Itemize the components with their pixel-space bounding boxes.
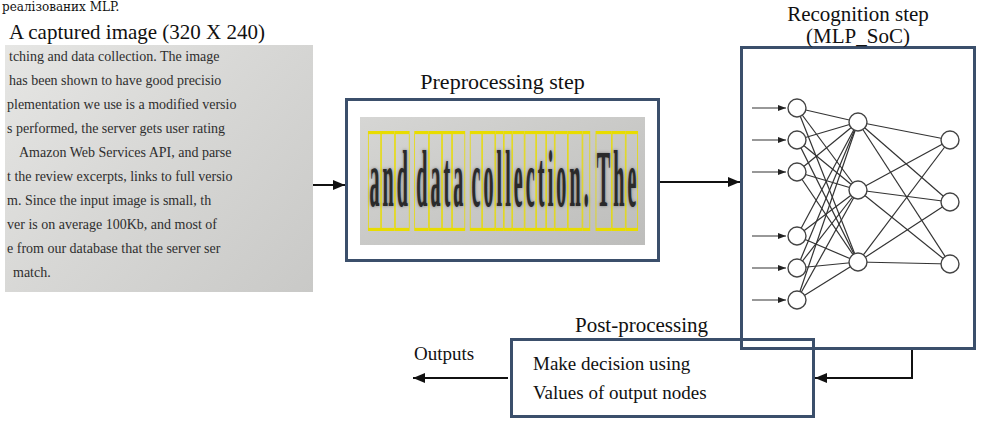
photo-text-line: tching and data collection. The image bbox=[9, 48, 219, 66]
step-heading: Recognition step (MLP_SoC) bbox=[758, 3, 958, 47]
flow-arrow bbox=[815, 350, 912, 378]
neuron bbox=[788, 227, 806, 245]
flow-arrow bbox=[660, 181, 740, 183]
output-label: Outputs bbox=[414, 343, 474, 365]
neuron-nodes bbox=[788, 99, 959, 309]
photo-text-line: e from our database that the server ser bbox=[7, 240, 220, 258]
neuron bbox=[941, 193, 959, 211]
segmented-word-strip: and data collection. The bbox=[363, 120, 642, 242]
photo-text-line: match. bbox=[13, 264, 51, 282]
photo-text-line: plementation we use is a modified versio bbox=[7, 96, 236, 114]
captured-image: A captured image (320 X 240)tching and d… bbox=[5, 45, 313, 292]
flow-arrow bbox=[313, 184, 345, 186]
neuron bbox=[788, 131, 806, 149]
neuron bbox=[788, 291, 806, 309]
photo-text-line: s performed, the server gets user rating bbox=[7, 120, 225, 138]
image-caption: A captured image (320 X 240) bbox=[9, 20, 265, 44]
step-heading: Preprocessing step bbox=[348, 69, 657, 95]
photo-text-line: t the review excerpts, links to full ver… bbox=[7, 168, 233, 186]
neuron bbox=[941, 131, 959, 149]
page-text: реалізованих MLP. bbox=[2, 0, 119, 14]
preprocessing-box: Preprocessing stepand data collection. T… bbox=[345, 98, 660, 262]
photo-text-line: m. Since the input image is small, th bbox=[7, 192, 211, 210]
photo-text-line: ver is on average 100Kb, and most of bbox=[7, 216, 217, 234]
segmented-text: and data collection. The bbox=[368, 131, 638, 231]
step-heading: Post-processing bbox=[575, 313, 708, 337]
neural-network bbox=[752, 108, 950, 300]
neuron bbox=[849, 253, 867, 271]
output-arrow bbox=[413, 378, 508, 379]
step-description: Make decision using Values of output nod… bbox=[513, 341, 749, 415]
photo-text-line: Amazon Web Services API, and parse bbox=[19, 144, 231, 162]
neuron bbox=[788, 259, 806, 277]
neuron bbox=[788, 99, 806, 117]
neuron bbox=[849, 181, 867, 199]
neuron bbox=[849, 113, 867, 131]
postprocessing-box: Post-processingMake decision using Value… bbox=[510, 338, 815, 418]
neuron bbox=[941, 255, 959, 273]
segmented-strip bbox=[360, 117, 645, 245]
neuron bbox=[788, 163, 806, 181]
recognition-box: Recognition step (MLP_SoC) bbox=[740, 46, 976, 350]
photo-text-line: has been shown to have good precisio bbox=[9, 72, 221, 90]
